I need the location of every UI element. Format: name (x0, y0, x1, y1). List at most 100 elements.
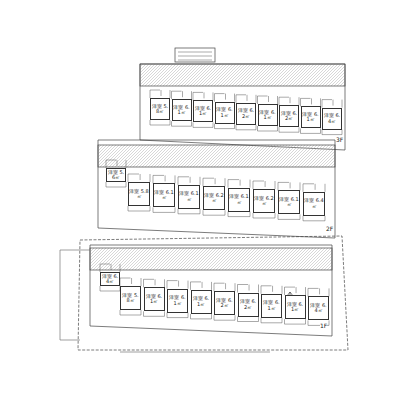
wall-line (319, 288, 320, 294)
wall-line (144, 279, 155, 280)
wall-line (225, 178, 226, 186)
wall-line (128, 206, 129, 211)
wall-line (333, 100, 334, 106)
wall-line (236, 95, 237, 103)
room-label: 洋室 6.2㎡ (237, 108, 255, 119)
wall-line (277, 126, 278, 131)
wall-line (214, 94, 215, 102)
wall-line (256, 125, 257, 130)
wall-line (193, 122, 194, 127)
room-box: 洋室 6.1㎡ (178, 185, 200, 209)
wall-line (240, 180, 241, 186)
wall-line (278, 182, 289, 183)
room-box: 洋室 6.1㎡ (285, 295, 306, 319)
wall-line (320, 98, 321, 106)
wall-line (150, 125, 170, 126)
wall-line (315, 184, 316, 190)
wall-line (178, 281, 179, 287)
wall-line (182, 91, 183, 97)
wall-line (164, 279, 165, 287)
wall-line (235, 315, 236, 320)
wall-line (211, 282, 212, 290)
wall-line (285, 287, 296, 288)
wall-line (141, 310, 142, 315)
wall-line (278, 214, 279, 219)
room-box: 洋室 6.4㎡ (100, 272, 120, 286)
wall-line (128, 211, 150, 212)
wall-line (203, 215, 225, 216)
wall-line (106, 182, 107, 187)
wall-line (238, 284, 249, 285)
wall-line (178, 209, 179, 214)
wall-line (249, 285, 250, 291)
wall-line (203, 178, 214, 179)
wall-line (237, 317, 238, 322)
wall-line (191, 91, 192, 99)
room-label: 洋室 6.2㎡ (280, 111, 298, 122)
wall-line (305, 319, 306, 324)
room-label: 洋室 6.1㎡ (229, 194, 249, 205)
wall-line (191, 281, 202, 282)
room-label: 洋室 6.1㎡ (279, 197, 299, 208)
wall-line (301, 133, 321, 134)
wall-line (234, 124, 235, 129)
wall-line (140, 174, 141, 180)
wall-line (193, 127, 213, 128)
wall-line (296, 287, 297, 293)
room-box: 洋室 6.2㎡ (238, 293, 259, 317)
room-label: 洋室 6.1㎡ (286, 302, 305, 313)
room-label: 洋室 6.4㎡ (304, 198, 324, 209)
wall-line (203, 178, 204, 186)
wall-line (193, 92, 203, 93)
wall-line (303, 183, 314, 184)
wall-line (153, 175, 154, 183)
wall-line (167, 313, 168, 318)
wall-line (100, 291, 120, 292)
room-label: 洋室 6.4㎡ (101, 274, 119, 285)
room-box: 洋室 6.2㎡ (214, 291, 235, 315)
wall-line (261, 286, 262, 294)
room-label: 洋室 6.4㎡ (309, 303, 328, 314)
wall-line (172, 126, 192, 127)
wall-line (253, 181, 254, 189)
room-label: 洋室 5.6㎡ (107, 170, 125, 181)
wall-line (155, 279, 156, 285)
wall-line (308, 288, 319, 289)
wall-line (238, 321, 259, 322)
wall-line (188, 281, 189, 289)
wall-line (100, 264, 110, 265)
wall-line (300, 214, 301, 219)
wall-line (303, 216, 304, 221)
wall-line (290, 97, 291, 103)
wall-line (322, 130, 323, 135)
floor-label: 2F (326, 225, 333, 232)
wall-line (190, 314, 191, 319)
wall-line (261, 322, 282, 323)
room-label: 洋室 6.4㎡ (323, 113, 341, 124)
room-label: 洋室 6.2㎡ (254, 196, 274, 207)
room-label: 洋室 5.8㎡ (129, 189, 149, 200)
room-label: 洋室 6.1㎡ (192, 296, 211, 307)
wall-line (308, 288, 309, 296)
wall-line (100, 286, 101, 291)
wall-line (153, 207, 154, 212)
room-label: 洋室 6.2㎡ (239, 299, 258, 310)
wall-line (247, 95, 248, 101)
wall-line (203, 210, 204, 215)
wall-line (278, 219, 300, 220)
wall-line (214, 315, 215, 320)
wall-line (257, 126, 258, 131)
wall-line (258, 96, 268, 97)
room-label: 洋室 6.2㎡ (215, 298, 234, 309)
wall-line (325, 216, 326, 221)
wall-line (320, 128, 321, 133)
room-box: 洋室 6.1㎡ (301, 106, 321, 128)
wall-line (111, 264, 112, 270)
wall-line (253, 181, 264, 182)
room-box: 洋室 5.6㎡ (106, 168, 126, 182)
wall-line (303, 220, 325, 221)
wall-line (257, 96, 258, 104)
wall-line (190, 177, 191, 183)
wall-line (126, 160, 127, 168)
